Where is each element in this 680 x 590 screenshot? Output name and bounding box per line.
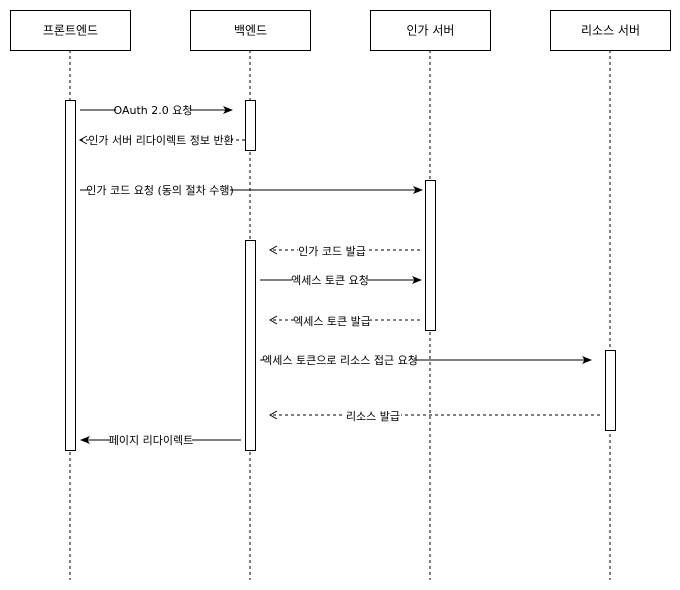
actor-backend-label: 백엔드 — [234, 24, 267, 38]
actor-frontend-label: 프론트엔드 — [43, 24, 98, 38]
actor-resource-server-label: 리소스 서버 — [581, 24, 640, 38]
activation-frontend — [65, 100, 76, 451]
message-resource-request: 엑세스 토큰으로 리소스 접근 요청 — [260, 352, 592, 367]
actor-auth-server[interactable]: 인가 서버 — [370, 10, 491, 51]
actor-backend[interactable]: 백엔드 — [190, 10, 311, 51]
message-redirect-info-label: 인가 서버 리다이렉트 정보 반환 — [88, 134, 234, 147]
message-page-redirect-label: 페이지 리다이렉트 — [109, 434, 193, 447]
actor-resource-server[interactable]: 리소스 서버 — [550, 10, 671, 51]
actor-auth-server-label: 인가 서버 — [407, 24, 455, 38]
message-access-token-request: 엑세스 토큰 요청 — [260, 272, 422, 287]
actor-frontend[interactable]: 프론트엔드 — [10, 10, 131, 51]
activation-backend-1 — [245, 100, 256, 151]
activation-backend-2 — [245, 240, 256, 451]
message-auth-code-issue-label: 인가 코드 발급 — [298, 245, 366, 258]
message-auth-code-request-label: 인가 코드 요청 (동의 절차 수행) — [86, 184, 234, 197]
message-page-redirect: 페이지 리다이렉트 — [80, 432, 241, 447]
message-access-token-issue-label: 엑세스 토큰 발급 — [293, 315, 371, 328]
message-oauth-request: OAuth 2.0 요청 — [80, 102, 233, 117]
activation-resource-server — [605, 350, 616, 431]
message-redirect-info: 인가 서버 리다이렉트 정보 반환 — [78, 132, 245, 147]
message-auth-code-request: 인가 코드 요청 (동의 절차 수행) — [80, 182, 423, 197]
message-auth-code-issue: 인가 코드 발급 — [268, 243, 420, 258]
message-oauth-request-label: OAuth 2.0 요청 — [114, 104, 193, 117]
message-access-token-request-label: 엑세스 토큰 요청 — [291, 274, 369, 287]
message-resource-issue: 리소스 발급 — [268, 408, 600, 423]
message-resource-request-label: 엑세스 토큰으로 리소스 접근 요청 — [262, 354, 418, 367]
activation-auth-server — [425, 180, 436, 331]
message-access-token-issue: 엑세스 토큰 발급 — [268, 313, 420, 328]
message-resource-issue-label: 리소스 발급 — [346, 410, 400, 423]
